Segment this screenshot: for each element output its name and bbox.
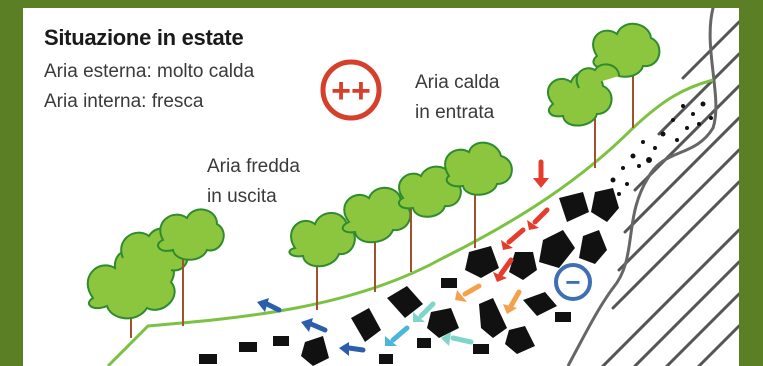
warm-air-line-1: Aria calda [415,72,500,93]
cold-air-out-label: Aria fredda in uscita [207,152,300,212]
arrow-cool-2 [441,332,474,346]
cold-air-line-1: Aria fredda [207,156,300,177]
gravel-dots [610,101,713,196]
arrow-cool-1 [413,301,436,322]
tree-upper-right [546,23,661,168]
cliff-outline [566,8,718,366]
arrow-orange-2 [503,289,522,314]
arrow-in-red-1 [533,159,549,188]
minus-symbol-text: − [565,267,580,297]
airflow-arrows [257,159,550,356]
tree-mid-4 [444,141,513,248]
trees [86,23,661,338]
tree-mid-3 [397,165,462,272]
arrow-in-red-2 [527,207,550,230]
minus-icon: − [554,263,592,301]
arrow-blue-3 [257,298,282,313]
tree-mid-2 [341,187,412,292]
arrow-blue-1 [339,342,366,356]
warm-air-in-label: Aria calda in entrata [415,68,500,128]
arrow-cyan-1 [385,325,410,346]
slope-scene: ++ − [86,8,739,366]
rock-cliff [601,8,739,366]
inside-air-text: Aria interna: fresca [44,91,204,112]
arrow-blue-2 [301,318,328,333]
diagram-title: Situazione in estate [44,25,244,50]
arrow-in-red-4 [493,257,514,282]
tree-mid-1 [288,212,356,310]
arrow-in-red-3 [501,227,526,250]
plus-plus-icon: ++ [320,59,382,121]
tree-left-2 [157,208,225,326]
arrow-orange-1 [455,283,482,302]
plus-symbol-text: ++ [331,72,371,110]
outside-air-text: Aria esterna: molto calda [44,61,255,82]
warm-air-line-2: in entrata [415,102,495,123]
ground-line [106,78,714,366]
diagram-panel: ++ − Situazione in estate Aria esterna: … [23,8,739,366]
boulders [199,188,619,366]
cold-air-line-2: in uscita [207,186,277,207]
